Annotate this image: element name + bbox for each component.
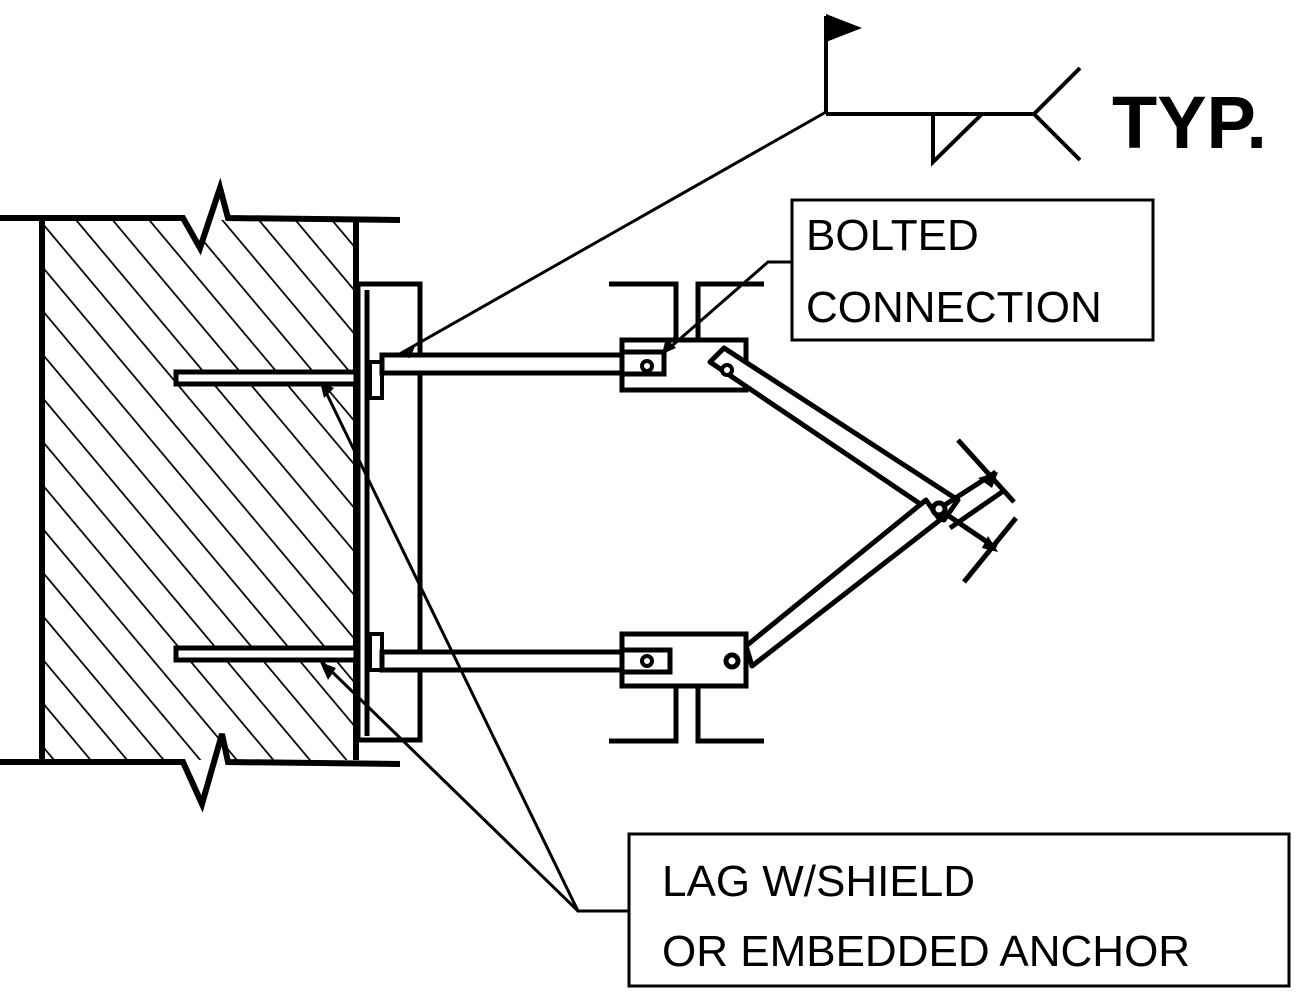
bolted-connection-leader [664, 260, 792, 354]
bolted-connection-line1: BOLTED [806, 211, 979, 260]
bolted-connection-line2: CONNECTION [806, 283, 1102, 332]
dimension-extension-top [956, 438, 1016, 504]
lower-clamp [609, 631, 764, 744]
wall-hatching [42, 220, 356, 760]
bolted-connection-callout: BOLTED CONNECTION [662, 198, 1155, 354]
bolted-connection-arrow [662, 338, 676, 354]
upper-brace-bolt [720, 363, 734, 377]
bolted-connection-box [790, 198, 1155, 342]
anchor-arrow-lower [320, 662, 336, 680]
lower-arm [379, 649, 647, 673]
weld-symbol: TYP. [395, 14, 1267, 358]
concrete-wall [0, 177, 401, 813]
upper-arm [379, 352, 647, 376]
lower-arm-bolt [640, 654, 654, 668]
lower-brace-bolt [723, 652, 741, 670]
dimension-arrow-bottom [982, 536, 998, 552]
lower-anchor [173, 645, 359, 663]
wall-bottom-break-line [0, 733, 401, 813]
apex-bolt [930, 500, 948, 518]
field-weld-flag-icon [826, 14, 862, 42]
wall-top-break-line [0, 177, 401, 256]
lower-diagonal-brace [743, 469, 1004, 669]
weld-leader-arrow [396, 344, 416, 358]
upper-anchor [173, 369, 359, 387]
apex-connection [930, 438, 1018, 584]
upper-diagonal-brace [707, 345, 961, 523]
anchor-line1: LAG W/SHIELD [662, 857, 975, 906]
wall-base-plate [355, 281, 423, 743]
anchor-leader-lower [320, 660, 580, 913]
upper-arm-bolt [640, 359, 654, 373]
fillet-weld-icon [931, 112, 984, 167]
weld-note-typ: TYP. [1112, 81, 1267, 164]
upper-anchor-nut [368, 360, 384, 400]
weld-leader-line [395, 110, 827, 358]
anchor-callout: LAG W/SHIELD OR EMBEDDED ANCHOR [320, 382, 1291, 988]
dimension-arrow-top [978, 472, 998, 488]
anchor-line2: OR EMBEDDED ANCHOR [662, 927, 1190, 976]
anchor-arrow-upper [320, 382, 334, 398]
weld-tail-icon [1031, 66, 1082, 162]
anchor-box [627, 832, 1291, 988]
